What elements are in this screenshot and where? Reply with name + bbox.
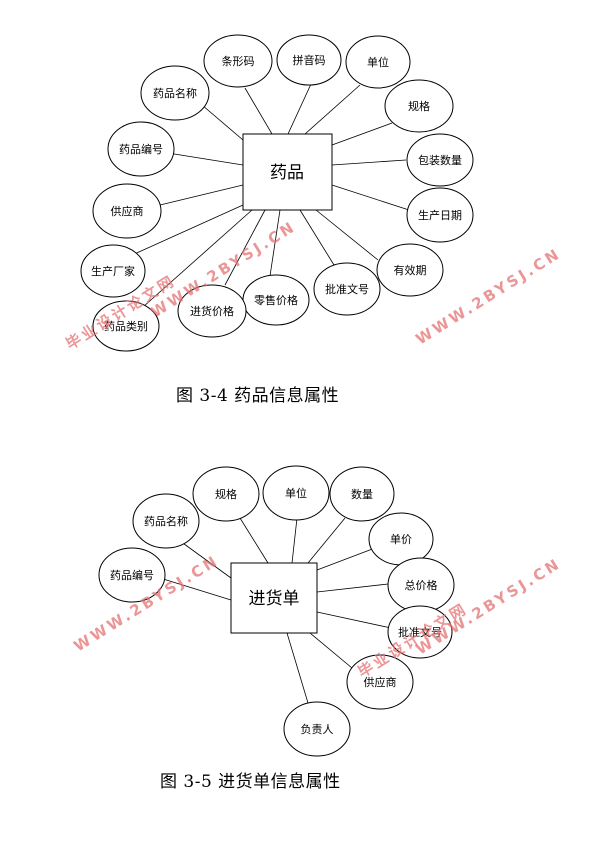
entity-drug: 药品 <box>242 133 333 211</box>
attr-supplier: 供应商 <box>346 654 414 710</box>
attr-label: 规格 <box>408 99 430 113</box>
attr-approval-number: 批准文号 <box>387 605 453 659</box>
attr-label: 零售价格 <box>254 293 298 307</box>
attr-production-date: 生产日期 <box>406 187 474 243</box>
figure-caption-3-4: 图 3-4 药品信息属性 <box>176 386 340 406</box>
attr-person-in-charge: 负责人 <box>283 701 351 757</box>
attr-drug-code: 药品编号 <box>107 121 175 177</box>
attr-drug-category: 药品类别 <box>92 300 160 352</box>
attr-label: 药品名称 <box>144 514 188 528</box>
attr-label: 有效期 <box>394 263 427 277</box>
attr-total-price: 总价格 <box>387 557 455 613</box>
attr-label: 进货价格 <box>190 304 234 318</box>
entity-purchase-order: 进货单 <box>230 562 318 634</box>
attr-unit: 单位 <box>262 465 330 521</box>
attr-expiry: 有效期 <box>376 243 444 297</box>
attr-package-quantity: 包装数量 <box>406 133 474 187</box>
attr-label: 包装数量 <box>418 154 462 167</box>
attr-drug-code: 药品编号 <box>98 547 166 603</box>
diagram-1-edges <box>129 83 410 308</box>
attr-drug-name: 药品名称 <box>140 65 210 121</box>
diagram-1: 条形码 拼音码 单位 规格 包装数量 生产日期 有效期 批准文号 <box>80 34 474 352</box>
entity-label: 药品 <box>270 163 304 183</box>
attr-label: 批准文号 <box>325 282 369 296</box>
attr-drug-name: 药品名称 <box>132 493 200 549</box>
attr-barcode: 条形码 <box>203 34 273 88</box>
attr-label: 负责人 <box>301 722 334 736</box>
attr-label: 单价 <box>390 533 412 546</box>
attr-spec: 规格 <box>384 79 454 133</box>
attr-label: 单位 <box>367 55 389 69</box>
attr-label: 规格 <box>215 487 237 501</box>
attr-label: 供应商 <box>364 675 397 689</box>
attr-label: 生产厂家 <box>91 264 135 278</box>
attr-purchase-price: 进货价格 <box>177 284 247 338</box>
attr-pinyin-code: 拼音码 <box>276 34 342 86</box>
attr-label: 数量 <box>351 488 373 501</box>
attr-unit-price: 单价 <box>368 512 434 566</box>
attr-retail-price: 零售价格 <box>242 274 310 326</box>
attr-label: 药品类别 <box>104 319 148 333</box>
attr-label: 总价格 <box>405 578 438 592</box>
entity-label: 进货单 <box>249 589 300 609</box>
figure-caption-3-5: 图 3-5 进货单信息属性 <box>160 772 341 792</box>
diagram-2-edges <box>159 517 392 704</box>
attr-manufacturer: 生产厂家 <box>80 244 146 298</box>
attr-supplier: 供应商 <box>92 183 162 239</box>
attr-label: 拼音码 <box>293 53 326 67</box>
attr-label: 药品编号 <box>119 142 163 156</box>
attr-label: 单位 <box>285 486 307 500</box>
attr-label: 条形码 <box>222 54 255 68</box>
attr-quantity: 数量 <box>329 466 395 522</box>
attr-label: 药品名称 <box>153 86 197 100</box>
attr-unit: 单位 <box>345 35 411 89</box>
diagram-2: 规格 单位 数量 单价 总价格 批准文号 供应商 负责人 <box>98 465 455 757</box>
attr-spec: 规格 <box>192 466 260 522</box>
attr-label: 药品编号 <box>110 568 154 582</box>
attr-label: 批准文号 <box>398 625 442 639</box>
attr-approval-number: 批准文号 <box>313 262 381 316</box>
attr-label: 供应商 <box>111 204 144 218</box>
attr-label: 生产日期 <box>418 208 462 222</box>
